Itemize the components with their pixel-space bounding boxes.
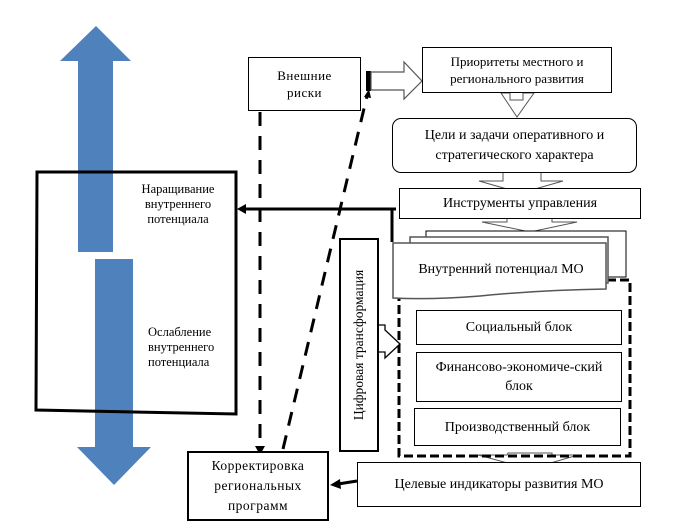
weakening-label: Ослабление внутреннего потенциала — [148, 325, 215, 369]
arrowhead-risk — [364, 89, 371, 98]
blocks-container — [397, 278, 632, 458]
growth-label: Наращивание внутреннего потенциала — [141, 182, 215, 226]
production-block-text: Производственный блок — [444, 419, 591, 435]
digital-transformation-box[interactable]: Цифровая трансформация — [339, 238, 379, 452]
arrow-digital-to-blocks — [377, 324, 401, 360]
goals-text: Цели и задачи оперативного и стратегичес… — [424, 127, 605, 163]
arrowhead-correction — [255, 446, 265, 455]
arrow-priorities-to-goals — [500, 92, 535, 118]
external-risks-box[interactable]: Внешние риски — [248, 57, 361, 111]
arrowhead-indicators-to-correction — [330, 479, 341, 489]
external-risks-text: Внешние риски — [277, 68, 332, 100]
arrowhead-growth — [237, 204, 246, 214]
potential-frame — [34, 170, 238, 416]
priorities-box[interactable]: Приоритеты местного и регионального разв… — [422, 47, 612, 93]
digital-transformation-text: Цифровая трансформация — [351, 269, 366, 421]
finance-block-text: Финансово-экономиче-ский блок — [435, 360, 603, 394]
arrow-risk-to-priorities — [370, 60, 423, 101]
growth-arrow-up — [60, 26, 131, 252]
instruments-box[interactable]: Инструменты управления — [399, 188, 641, 219]
weakening-arrow-down — [77, 259, 151, 485]
arrow-instruments-to-potential — [481, 217, 578, 233]
instruments-text: Инструменты управления — [442, 196, 598, 211]
social-block-text: Социальный блок — [465, 320, 573, 335]
social-block[interactable]: Социальный блок — [416, 310, 622, 345]
production-block[interactable]: Производственный блок — [414, 408, 621, 446]
dashed-correction-to-risk — [281, 95, 369, 450]
correction-box[interactable]: Корректировка региональных программ — [187, 451, 329, 521]
target-indicators-box[interactable]: Целевые индикаторы развития МО — [357, 462, 641, 507]
priorities-text: Приоритеты местного и регионального разв… — [450, 54, 584, 86]
finance-block[interactable]: Финансово-экономиче-ский блок — [416, 352, 622, 402]
internal-potential-shape — [392, 242, 607, 300]
correction-text: Корректировка региональных программ — [211, 458, 305, 513]
goals-box[interactable]: Цели и задачи оперативного и стратегичес… — [392, 118, 637, 173]
target-indicators-text: Целевые индикаторы развития МО — [394, 477, 604, 492]
internal-potential-label[interactable]: Внутренний потенциал МО — [418, 262, 584, 277]
